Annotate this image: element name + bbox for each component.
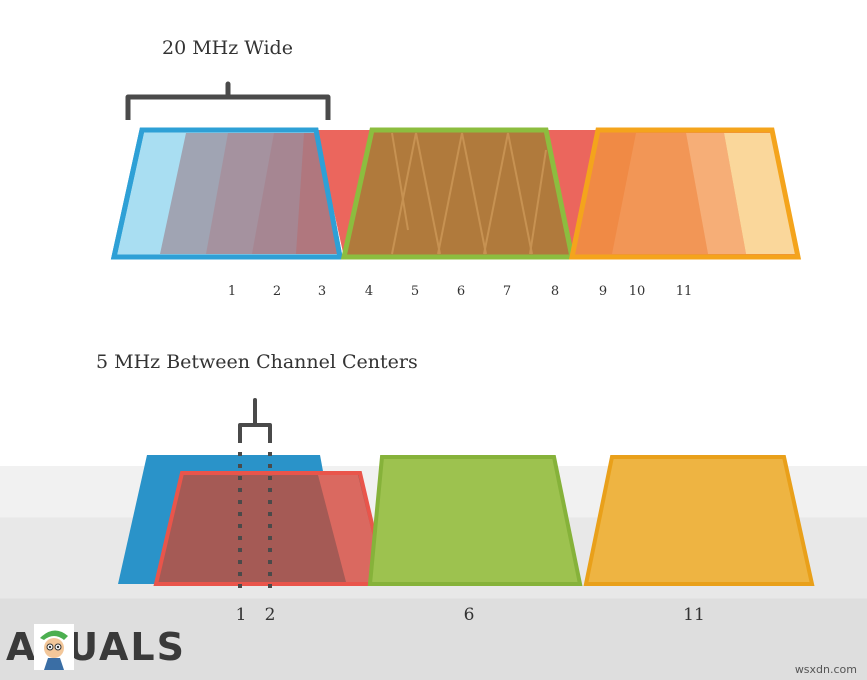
bottom-channel-label: 6	[463, 605, 475, 625]
bottom-channel-label: 2	[264, 605, 276, 625]
appuals-logo: APUALS	[6, 622, 216, 672]
bottom-channel-label: 1	[235, 605, 247, 625]
channel-band-blue-outline	[110, 127, 344, 260]
top-channel-label: 9	[598, 284, 608, 299]
bracket-5mhz	[238, 398, 272, 443]
top-channel-label: 2	[272, 284, 282, 299]
top-channel-label: 4	[364, 284, 374, 299]
appuals-mascot-icon	[34, 624, 74, 670]
caption-5mhz-between-centers: 5 MHz Between Channel Centers	[96, 351, 418, 373]
channel-6-block	[367, 455, 583, 586]
top-channel-label: 1	[227, 284, 237, 299]
orange-slice-1	[612, 133, 708, 254]
channel-2-overlap-right	[318, 475, 384, 582]
orange-slice-2	[686, 133, 746, 254]
top-channel-label: 3	[317, 284, 327, 299]
bracket-20mhz	[125, 81, 331, 120]
top-channel-label: 8	[550, 284, 560, 299]
green-overlap-lines	[391, 132, 547, 255]
top-channel-label: 7	[502, 284, 512, 299]
bottom-channel-label: 11	[683, 605, 705, 625]
top-channel-label: 10	[628, 284, 646, 299]
watermark: wsxdn.com	[794, 663, 857, 676]
overlap-slice-4	[296, 133, 340, 254]
channel-band-orange-outline	[568, 127, 802, 260]
caption-20mhz-wide: 20 MHz Wide	[162, 37, 293, 59]
top-channel-label: 5	[410, 284, 420, 299]
top-channel-label: 11	[675, 284, 693, 299]
top-channel-label: 6	[456, 284, 466, 299]
channel-11-block	[583, 455, 815, 586]
channel-band-green	[344, 130, 572, 257]
